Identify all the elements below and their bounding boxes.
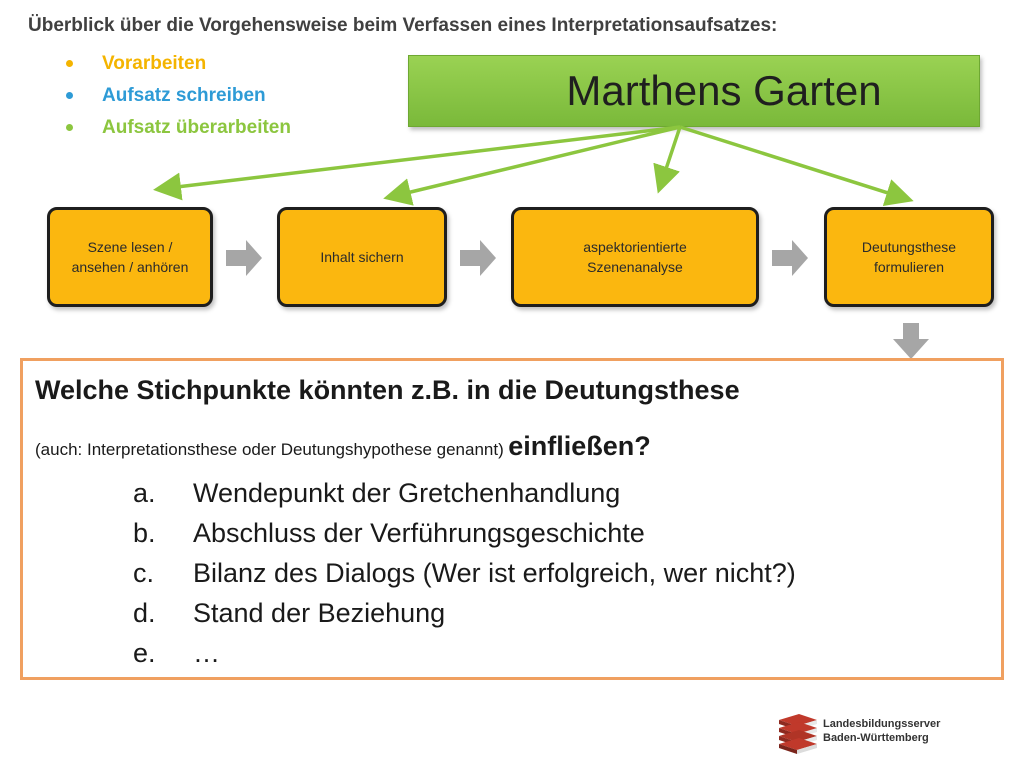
bullet-icon — [66, 124, 73, 131]
slide-title: Überblick über die Vorgehensweise beim V… — [28, 15, 778, 36]
question-subline: (auch: Interpretationsthese oder Deutung… — [35, 431, 651, 462]
phase-item-aufsatz-ueberarbeiten: Aufsatz überarbeiten — [62, 114, 291, 146]
list-item: a. Wendepunkt der Gretchenhandlung — [133, 475, 796, 515]
list-item: b. Abschluss der Verführungsgeschichte — [133, 515, 796, 555]
list-text: Wendepunkt der Gretchenhandlung — [193, 478, 621, 508]
list-marker: c. — [133, 558, 155, 588]
flow-arrow-icon — [772, 240, 808, 276]
list-marker: d. — [133, 598, 156, 628]
list-item: e. … — [133, 635, 796, 675]
connector-arrow-2 — [383, 125, 681, 206]
phase-item-aufsatz-schreiben: Aufsatz schreiben — [62, 82, 291, 114]
list-item: c. Bilanz des Dialogs (Wer ist erfolgreic… — [133, 555, 796, 595]
list-text: Abschluss der Verführungsgeschichte — [193, 518, 645, 548]
scene-banner: Marthens Garten — [408, 55, 980, 127]
phase-label: Vorarbeiten — [102, 53, 207, 74]
landesbildungsserver-logo: Landesbildungsserver Baden-Württemberg — [775, 712, 940, 756]
down-arrow-icon — [893, 323, 929, 359]
question-note: (auch: Interpretationsthese oder Deutung… — [35, 440, 504, 459]
phase-list: Vorarbeiten Aufsatz schreiben Aufsatz üb… — [62, 50, 291, 146]
step-inhalt-sichern: Inhalt sichern — [277, 207, 447, 307]
scene-title: Marthens Garten — [566, 67, 882, 114]
connector-arrow-4 — [679, 125, 914, 206]
question-heading: Welche Stichpunkte könnten z.B. in die D… — [35, 375, 740, 405]
list-item: d. Stand der Beziehung — [133, 595, 796, 635]
logo-text: Landesbildungsserver Baden-Württemberg — [823, 718, 941, 744]
step-szene-lesen: Szene lesen / ansehen / anhören — [47, 207, 213, 307]
step-deutungsthese: Deutungsthese formulieren — [824, 207, 994, 307]
phase-item-vorarbeiten: Vorarbeiten — [62, 50, 291, 82]
list-marker: e. — [133, 638, 156, 668]
list-text: … — [193, 638, 220, 668]
list-marker: b. — [133, 518, 156, 548]
phase-label: Aufsatz überarbeiten — [102, 117, 291, 138]
flow-arrow-icon — [226, 240, 262, 276]
flow-arrow-icon — [460, 240, 496, 276]
connector-arrow-1 — [153, 125, 681, 201]
book-stack-icon — [779, 714, 817, 754]
step-szenenanalyse: aspektorientierte Szenenanalyse — [511, 207, 759, 307]
bullet-icon — [66, 60, 73, 67]
bullet-icon — [66, 92, 73, 99]
list-text: Stand der Beziehung — [193, 598, 446, 628]
list-text: Bilanz des Dialogs (Wer ist erfolgreich,… — [193, 558, 796, 588]
connector-arrow-3 — [653, 126, 682, 194]
question-box: Welche Stichpunkte könnten z.B. in die D… — [20, 358, 1004, 680]
answer-list: a. Wendepunkt der Gretchenhandlung b. Absc… — [133, 475, 796, 675]
question-tail: einfließen? — [508, 431, 651, 461]
list-marker: a. — [133, 478, 156, 508]
phase-label: Aufsatz schreiben — [102, 85, 266, 106]
